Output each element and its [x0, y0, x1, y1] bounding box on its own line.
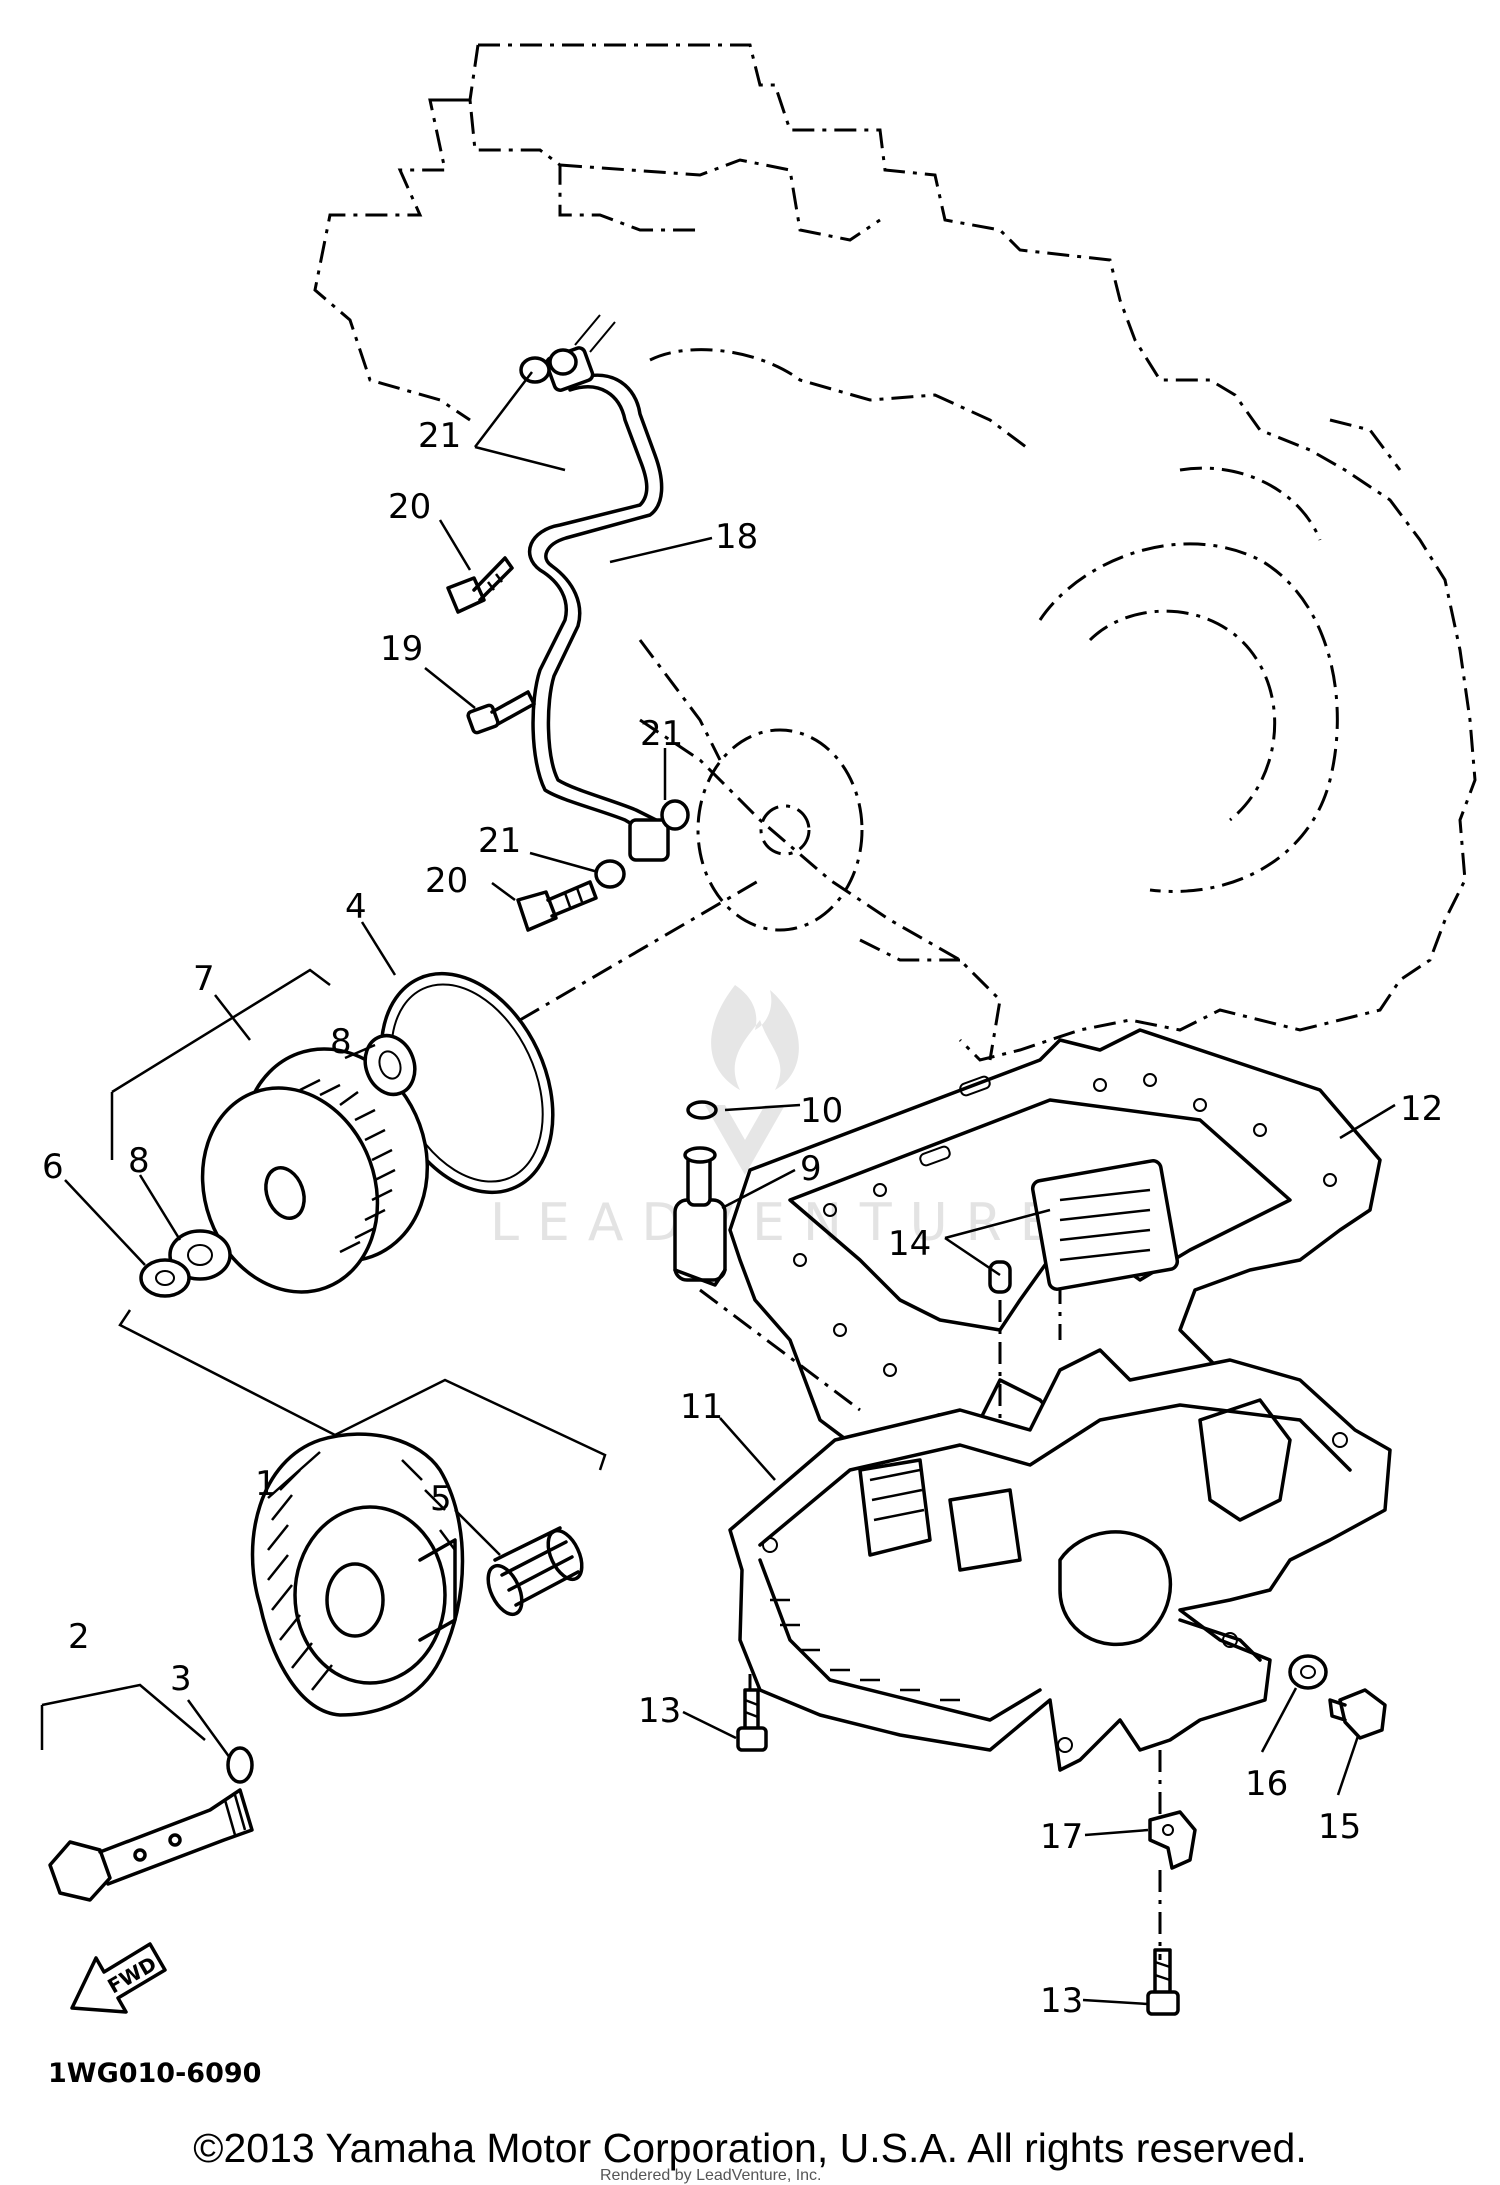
callout-21-right: 21 [640, 714, 683, 754]
callout-17: 17 [1040, 1817, 1083, 1857]
copper-washer-21d [594, 859, 626, 889]
callout-13-upper: 13 [638, 1691, 681, 1731]
pipe-union-lower [628, 818, 670, 862]
callout-19: 19 [380, 629, 423, 669]
callout-8-upper: 8 [330, 1022, 352, 1062]
callout-16: 16 [1245, 1764, 1288, 1804]
callout-1: 1 [255, 1464, 277, 1504]
spacer-8-upper [363, 1033, 417, 1097]
union-bolt-lower [516, 880, 598, 932]
relief-spring [486, 1526, 584, 1617]
callout-3: 3 [170, 1659, 192, 1699]
callout-4: 4 [345, 887, 367, 927]
pan-bolt-13a [736, 1688, 768, 1752]
callout-labels: 21 20 18 19 21 21 20 4 7 8 8 6 10 9 12 1… [42, 416, 1443, 2021]
watermark-text: LEADVENTURE [490, 1193, 1071, 1253]
oil-strainer-pipe [673, 1146, 727, 1287]
copyright-notice: ©2013 Yamaha Motor Corporation, U.S.A. A… [193, 2125, 1307, 2171]
oil-filter-cover [250, 1432, 465, 1717]
leader-lines [64, 371, 1396, 2006]
hose-clamp-17 [1148, 1810, 1197, 1870]
callout-11: 11 [680, 1387, 723, 1427]
dowel-pin-14b [988, 1260, 1012, 1294]
drain-washer-16 [1288, 1654, 1328, 1690]
copper-washer-21b [548, 348, 578, 376]
bolt-19 [466, 690, 536, 735]
oil-pan [728, 1159, 1392, 1772]
drain-plug-15 [1328, 1688, 1387, 1740]
callout-20-bottom: 20 [425, 861, 468, 901]
filter-mount-boss [759, 804, 811, 856]
callout-12: 12 [1400, 1089, 1443, 1129]
renderer-note: Rendered by LeadVenture, Inc. [600, 2167, 822, 2184]
callout-10: 10 [800, 1091, 843, 1131]
pan-bolt-13b [1146, 1948, 1180, 2016]
callout-21-top: 21 [418, 416, 461, 456]
copper-washer-21c [660, 799, 690, 831]
callout-15: 15 [1318, 1807, 1361, 1847]
filter-mount-plate [696, 728, 864, 932]
copper-washer-21a [519, 356, 551, 384]
o-ring-10 [686, 1100, 718, 1120]
diagram-code: 1WG010-6090 [48, 2058, 262, 2089]
oil-pipe [528, 314, 670, 862]
callout-18: 18 [715, 517, 758, 557]
callout-6: 6 [42, 1147, 64, 1187]
filter-union-bolt [48, 1788, 254, 1902]
callout-8-lower: 8 [128, 1141, 150, 1181]
callout-2: 2 [68, 1617, 90, 1657]
o-ring-3 [226, 1746, 254, 1784]
callout-9: 9 [800, 1149, 822, 1189]
callout-14: 14 [888, 1224, 931, 1264]
washer-6 [139, 1258, 191, 1298]
callout-7: 7 [193, 959, 215, 999]
union-bolt-upper [446, 556, 514, 614]
callout-20-top: 20 [388, 487, 431, 527]
callout-13-lower: 13 [1040, 1981, 1083, 2021]
callout-21-bottom: 21 [478, 821, 521, 861]
callout-5: 5 [430, 1479, 452, 1519]
fwd-arrow-icon: FWD [70, 1942, 167, 2014]
oil-filter-element [200, 1047, 430, 1294]
watermark-logo: LEADVENTURE [490, 985, 1071, 1253]
engine-outline [313, 43, 1477, 1062]
